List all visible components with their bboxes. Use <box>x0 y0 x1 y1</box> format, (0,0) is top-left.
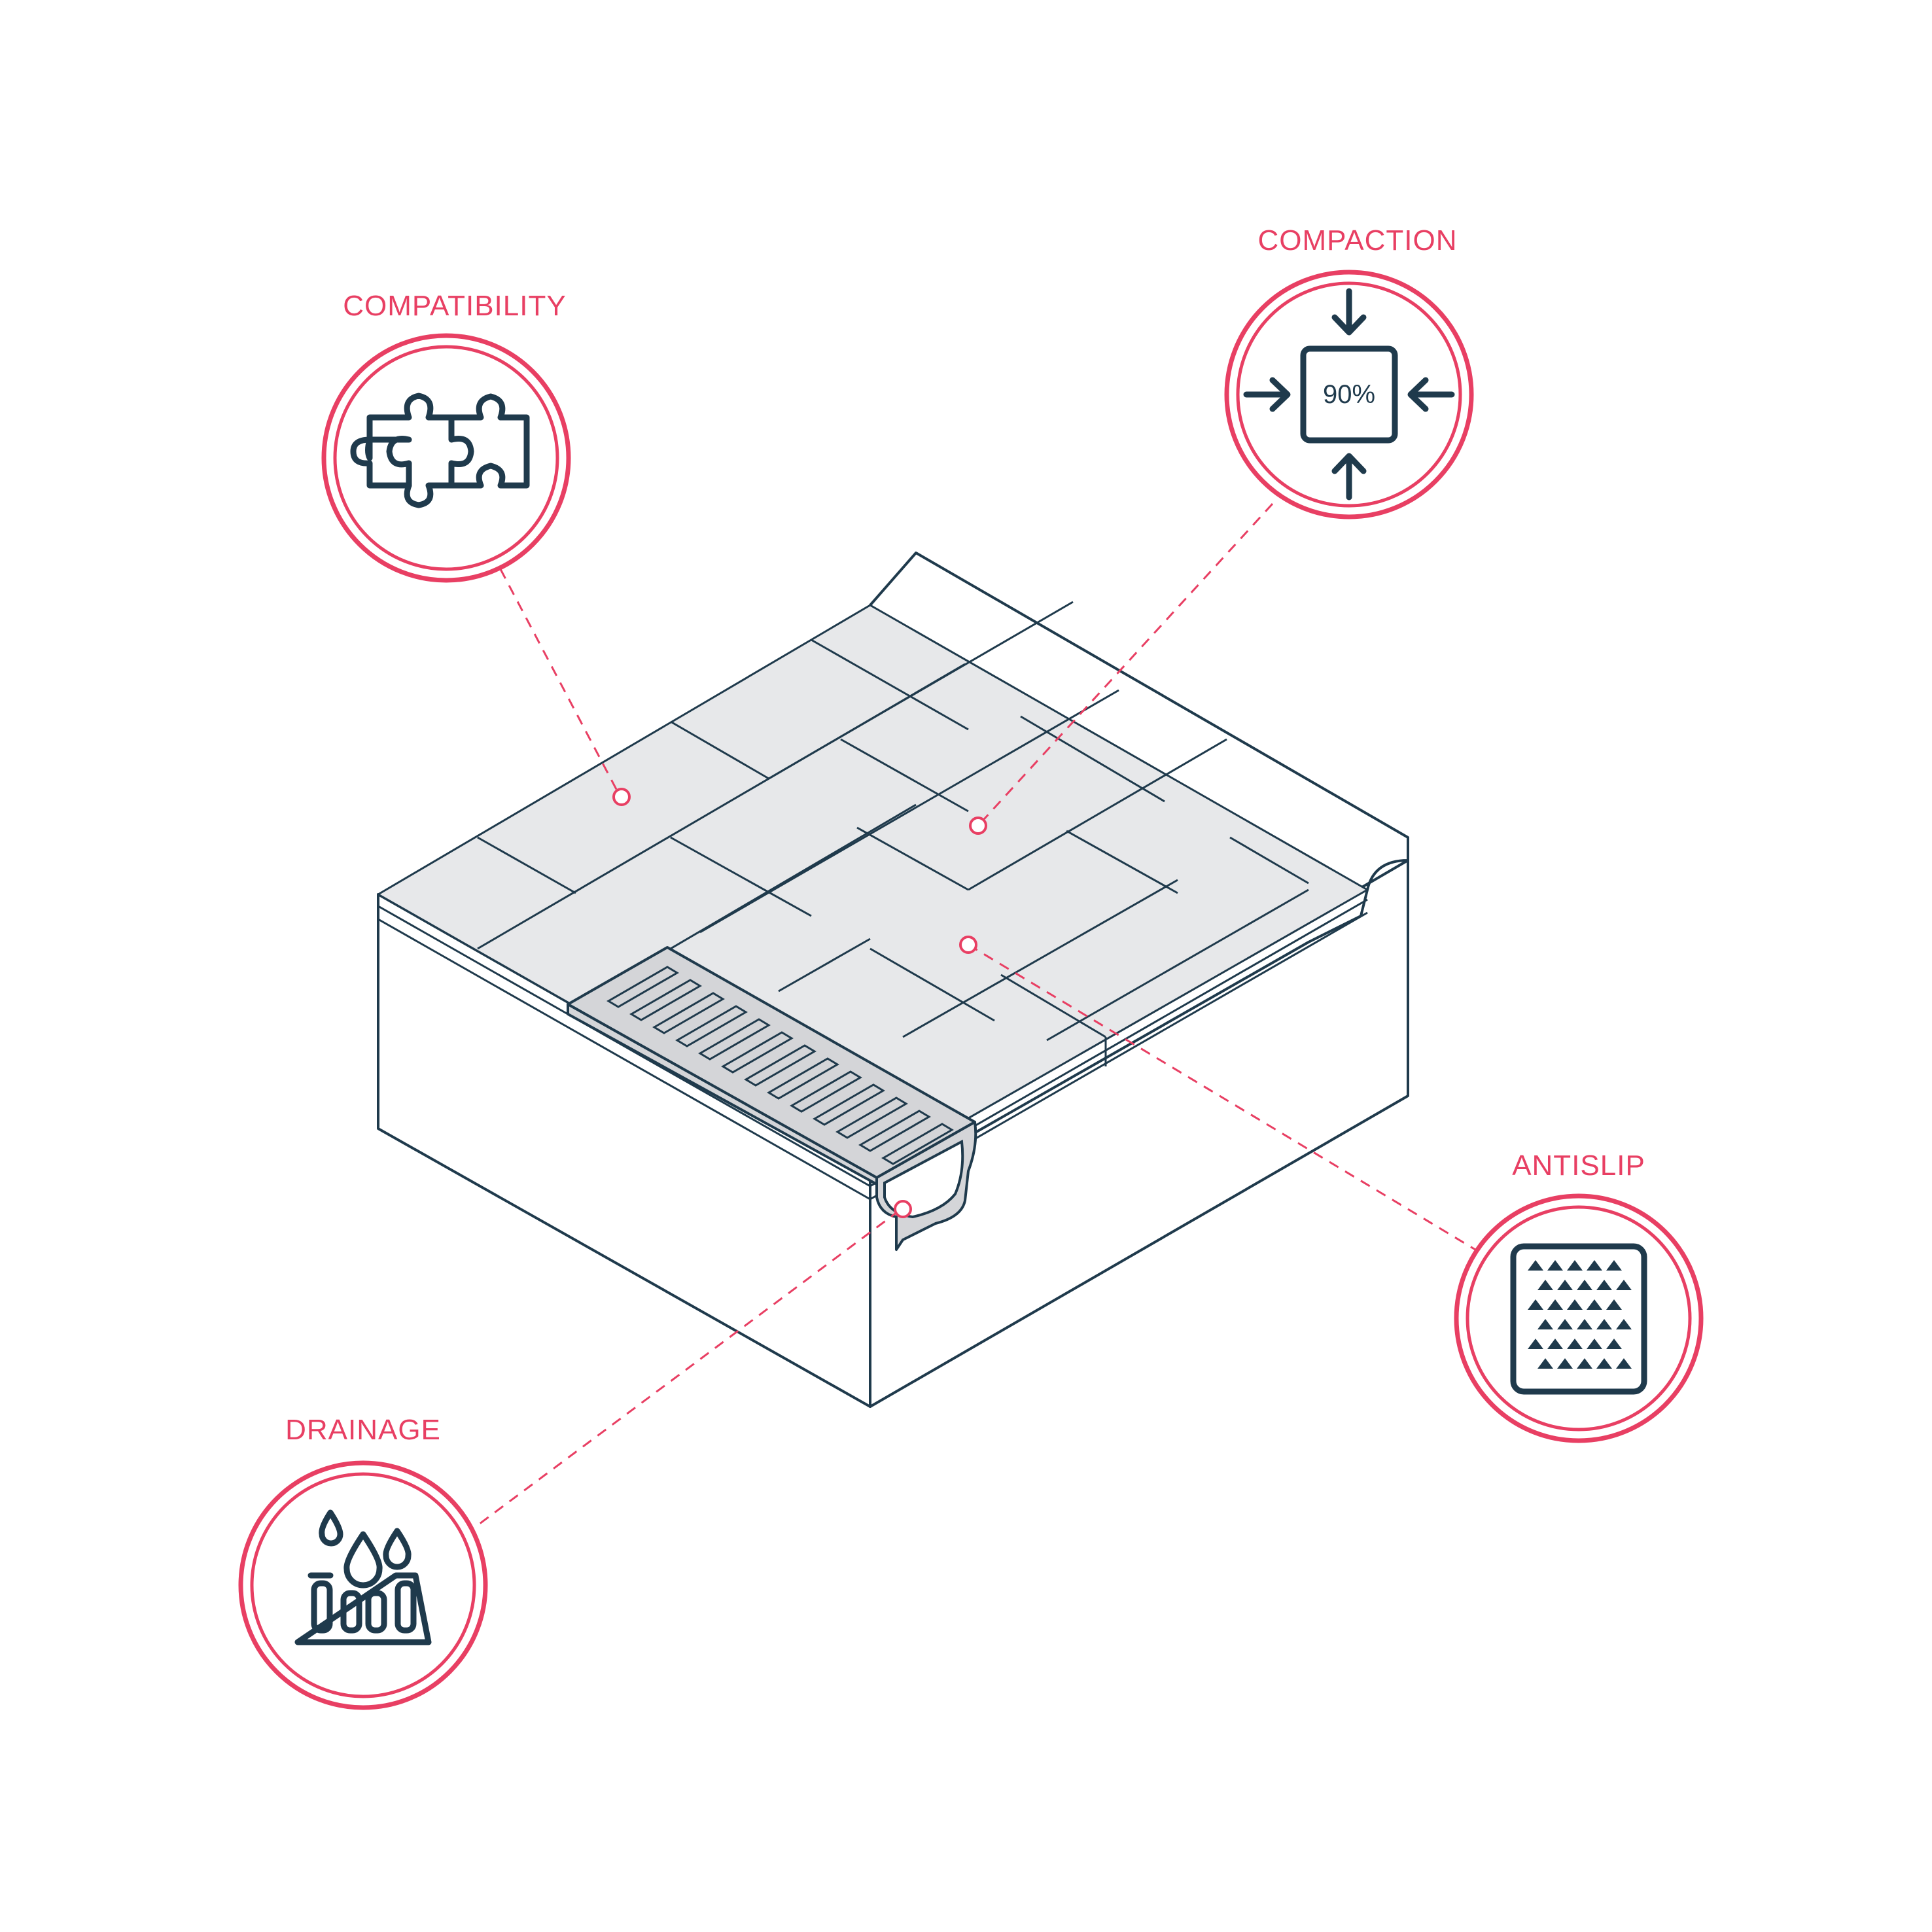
drainage-inner-ring <box>250 1472 476 1698</box>
compaction-ring <box>1224 270 1474 519</box>
drain-grate-drops-icon <box>294 1509 432 1645</box>
block-edge-profile <box>869 552 1409 1166</box>
leader-antislip <box>968 943 1476 1251</box>
marker-compaction <box>969 817 987 835</box>
callout-compaction: COMPACTION 90% <box>1224 224 1474 519</box>
compatibility-label: COMPATIBILITY <box>343 290 566 322</box>
marker-antislip <box>959 936 977 954</box>
compatibility-inner-ring <box>333 345 559 571</box>
callout-antislip: ANTISLIP <box>1454 1150 1704 1443</box>
leader-compatibility <box>499 569 620 794</box>
antislip-inner-ring <box>1466 1205 1692 1431</box>
drainage-label: DRAINAGE <box>285 1414 441 1446</box>
paving-block <box>377 552 1409 1408</box>
bedding-line-left-2 <box>378 918 871 1201</box>
compaction-label: COMPACTION <box>1258 224 1458 256</box>
antislip-label: ANTISLIP <box>1512 1150 1645 1182</box>
compaction-inner-ring <box>1236 281 1462 508</box>
compression-arrows-icon: 90% <box>1243 288 1455 501</box>
puzzle-icon <box>350 393 530 508</box>
marker-compatibility <box>612 788 631 806</box>
compaction-value: 90% <box>1323 380 1375 409</box>
antislip-texture <box>1528 1260 1632 1369</box>
callout-compatibility: COMPATIBILITY <box>321 290 571 583</box>
channel-grate-slots <box>606 966 954 1165</box>
channel-cavity <box>883 1139 964 1219</box>
compatibility-ring <box>321 333 571 583</box>
antislip-ring <box>1454 1193 1704 1443</box>
textured-surface-icon <box>1510 1243 1647 1395</box>
marker-drainage <box>894 1200 912 1218</box>
leader-drainage <box>474 1209 900 1529</box>
callout-drainage: DRAINAGE <box>238 1414 488 1710</box>
